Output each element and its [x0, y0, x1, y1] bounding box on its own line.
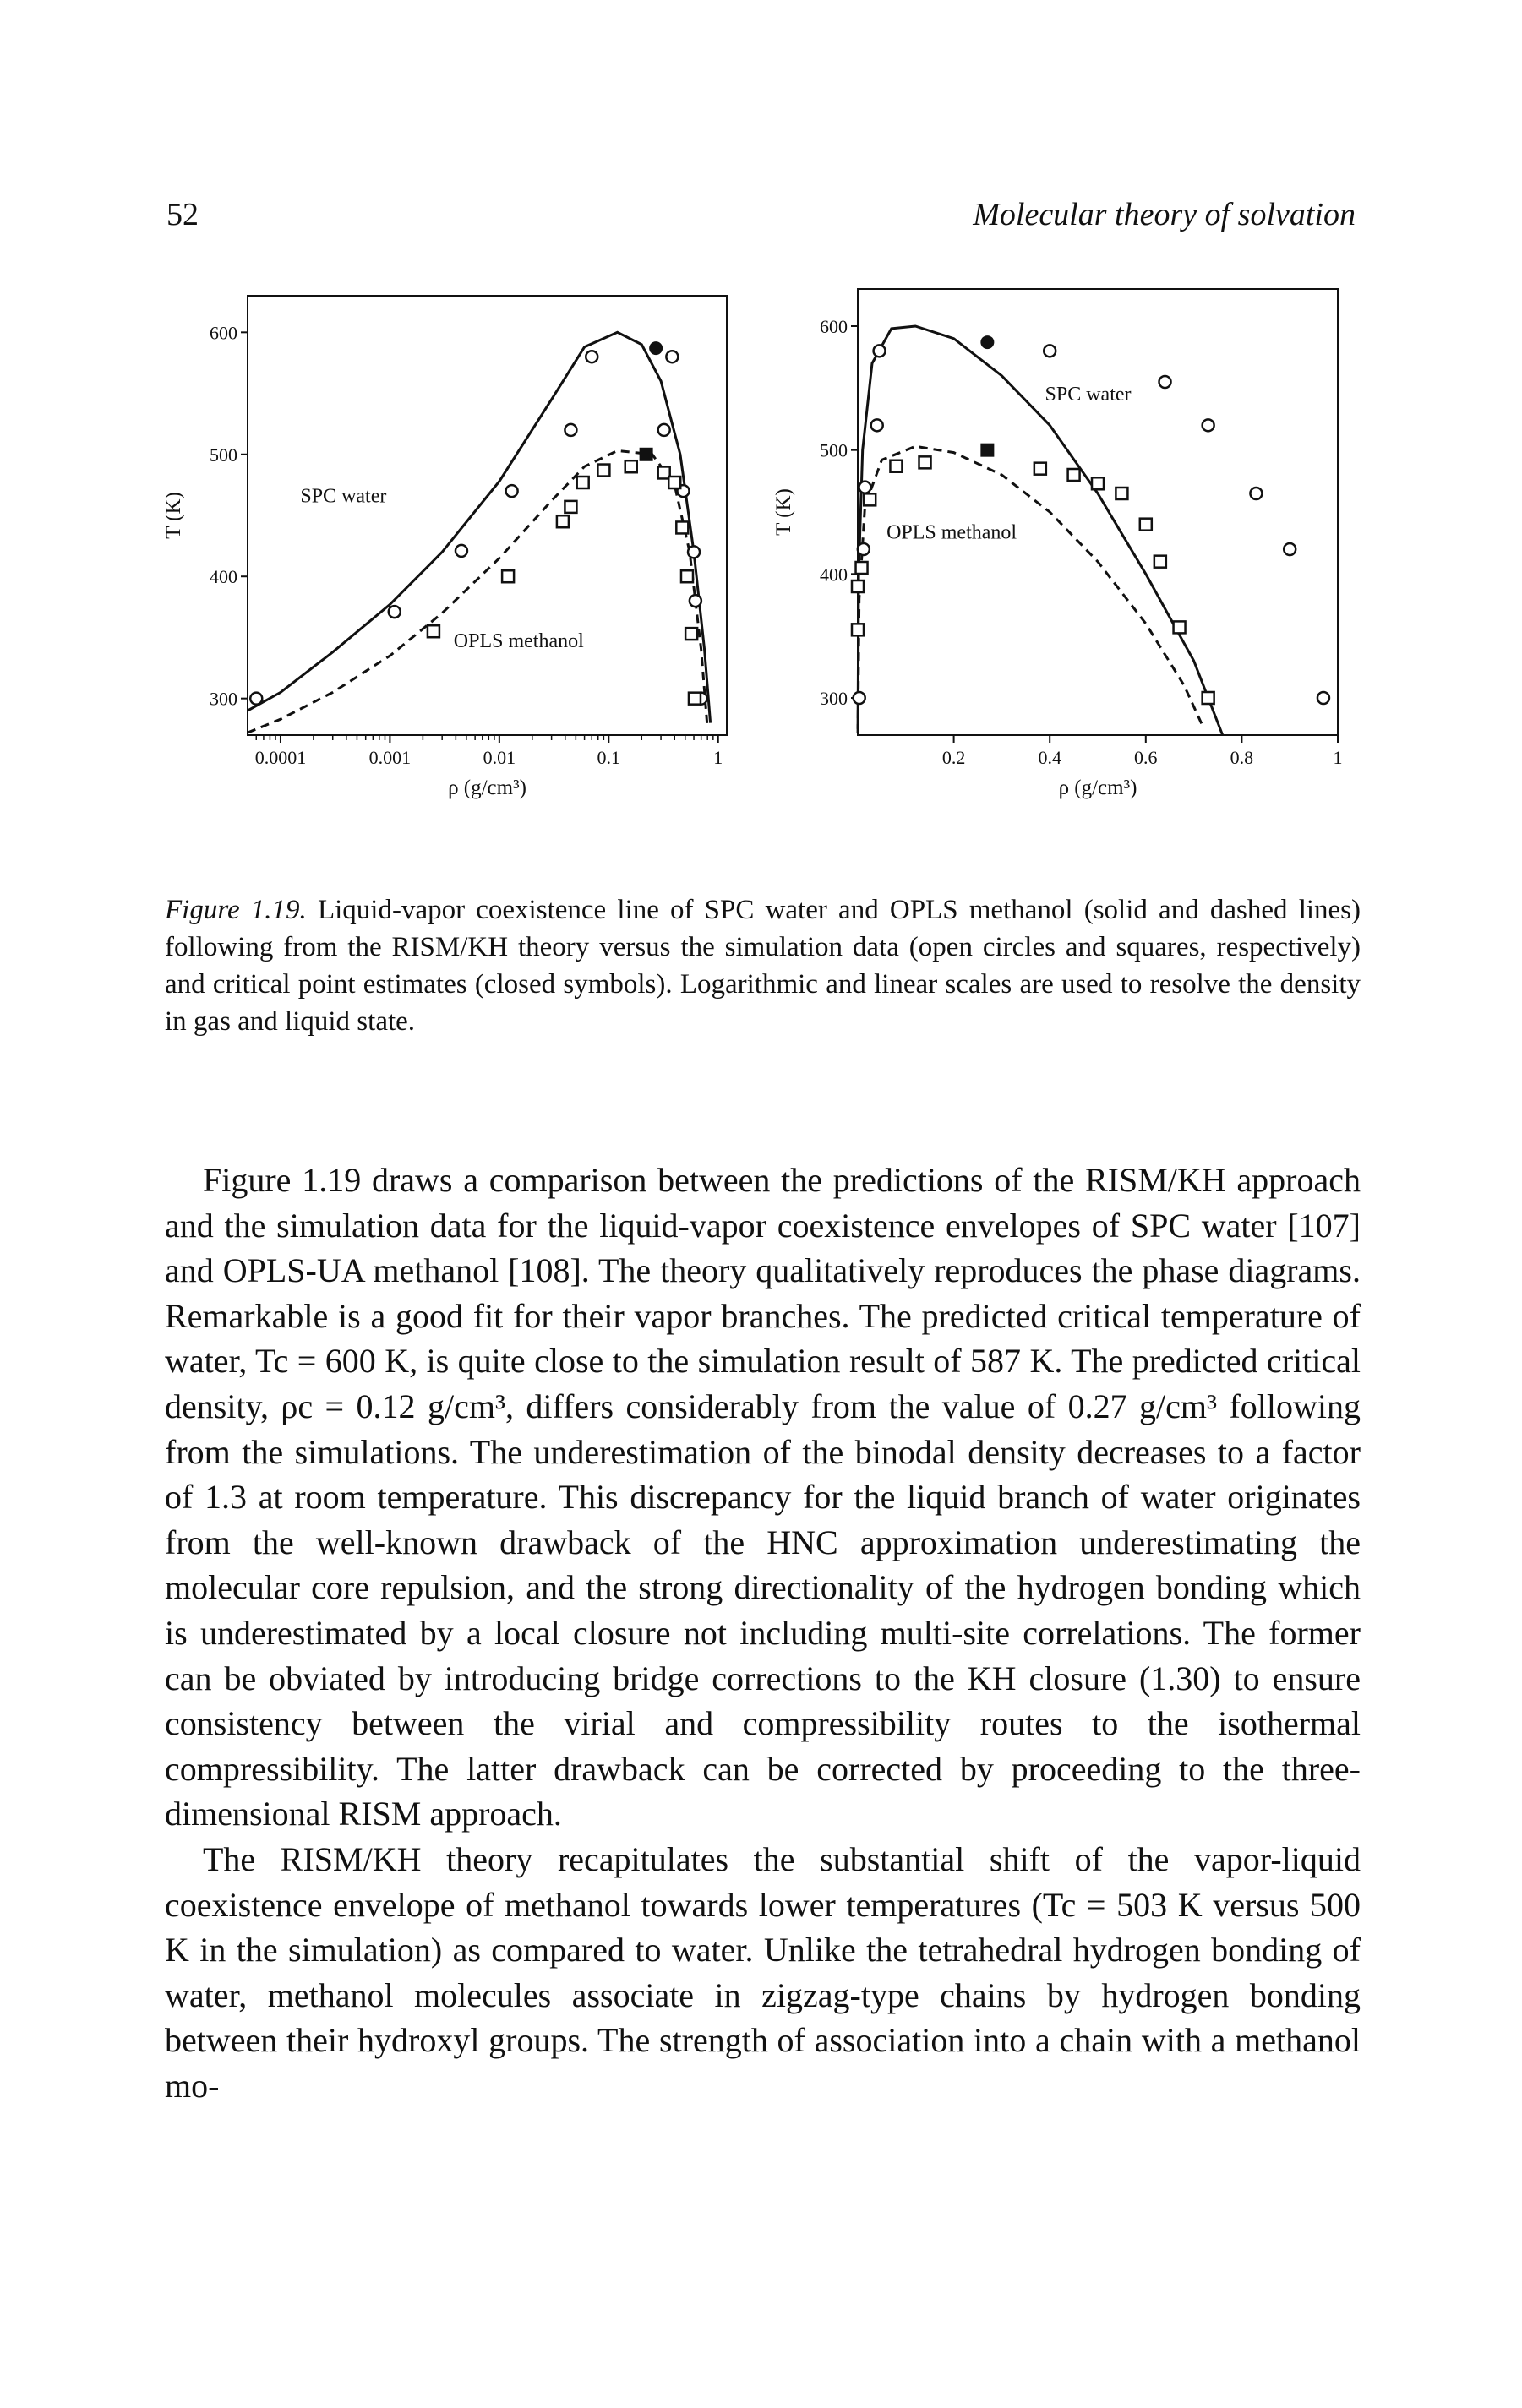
running-title: Molecular theory of solvation	[973, 197, 1356, 232]
water-simulation-point	[856, 542, 871, 557]
figure-svg: 300 400 500 600 0.0001 0.001 0.01 0.1 1 ρ (g/cm³)…	[162, 288, 1343, 799]
methanol-simulation-point	[500, 569, 516, 584]
water-simulation-point	[248, 691, 264, 706]
water-simulation-point	[564, 422, 578, 438]
methanol-simulation-point	[687, 691, 702, 706]
x-tick-label: 0.001	[369, 747, 412, 768]
y-tick-label: 500	[820, 440, 848, 461]
water-simulation-point	[1158, 374, 1172, 390]
x-tick-label: 0.4	[1038, 747, 1061, 768]
page-number: 52	[166, 197, 199, 232]
methanol-simulation-point	[624, 459, 638, 474]
y-tick-label: 500	[210, 444, 237, 466]
methanol-simulation-point	[1138, 517, 1154, 531]
water-theory-curve	[856, 324, 1225, 736]
water-simulation-point	[872, 344, 886, 358]
y-tick-label: 400	[820, 564, 848, 585]
methanol-simulation-point	[889, 459, 903, 473]
x-tick-label: 0.6	[1134, 747, 1158, 768]
water-simulation-point	[665, 349, 679, 364]
water-simulation-point	[505, 483, 519, 498]
annotation-spc-water: SPC water	[300, 485, 386, 507]
water-critical-point	[649, 341, 663, 356]
methanol-simulation-point	[1090, 477, 1105, 491]
water-simulation-point	[1201, 418, 1215, 433]
water-simulation-point	[870, 418, 884, 433]
plot-frame	[857, 288, 1339, 736]
y-tick-label: 600	[210, 322, 237, 343]
water-simulation-point	[688, 593, 703, 608]
y-axis-label: T (K)	[772, 488, 795, 536]
figure-caption: Figure 1.19. Liquid-vapor coexistence li…	[165, 891, 1361, 1040]
x-tick-label: 0.01	[483, 747, 516, 768]
water-simulation-point	[454, 543, 469, 558]
methanol-simulation-point	[1066, 467, 1081, 482]
water-simulation-point	[858, 480, 872, 494]
water-theory-curve	[247, 330, 712, 723]
methanol-simulation-point	[675, 520, 690, 535]
x-tick-label: 1	[713, 747, 723, 768]
methanol-simulation-point	[564, 499, 578, 515]
x-tick-label: 1	[1334, 747, 1343, 768]
caption-text: Liquid-vapor coexistence line of SPC wat…	[165, 895, 1361, 1037]
water-simulation-point	[686, 545, 701, 559]
x-tick-label: 0.0001	[255, 747, 307, 768]
methanol-simulation-point	[1033, 461, 1048, 476]
methanol-simulation-point	[1153, 554, 1168, 569]
annotation-spc-water: SPC water	[1045, 384, 1132, 406]
figure-1-19: 300 400 500 600 0.0001 0.001 0.01 0.1 1 ρ (g/cm³)…	[0, 0, 1522, 853]
methanol-simulation-point	[597, 463, 611, 477]
methanol-simulation-point	[679, 569, 695, 584]
methanol-simulation-point	[684, 626, 699, 641]
methanol-simulation-point	[918, 455, 932, 470]
x-axis-label: ρ (g/cm³)	[1059, 776, 1137, 799]
methanol-simulation-point	[426, 624, 441, 639]
y-axis-label: T (K)	[162, 492, 185, 539]
water-simulation-point	[1249, 486, 1263, 501]
water-simulation-point	[1282, 542, 1297, 557]
water-simulation-point	[1316, 690, 1331, 706]
methanol-simulation-point	[1172, 620, 1187, 635]
methanol-critical-point	[639, 447, 653, 461]
methanol-simulation-point	[1115, 486, 1129, 501]
annotation-opls-methanol: OPLS methanol	[454, 630, 584, 652]
y-tick-label: 300	[210, 689, 237, 710]
methanol-simulation-point	[667, 475, 682, 490]
water-simulation-point	[1042, 344, 1057, 358]
methanol-simulation-point	[555, 514, 570, 529]
plot-frame	[247, 295, 728, 736]
methanol-simulation-point	[862, 493, 877, 507]
methanol-critical-point	[980, 443, 995, 457]
water-critical-point	[980, 335, 995, 350]
methanol-simulation-point	[657, 466, 671, 480]
water-simulation-point	[387, 604, 402, 619]
methanol-theory-curve	[247, 449, 709, 734]
methanol-simulation-point	[854, 560, 869, 575]
x-tick-label: 0.8	[1230, 747, 1254, 768]
water-simulation-point	[657, 422, 671, 438]
body-text: Figure 1.19 draws a comparison between t…	[165, 1158, 1361, 2108]
x-tick-label: 0.1	[597, 747, 621, 768]
water-simulation-point	[852, 690, 866, 706]
water-simulation-point	[585, 349, 599, 364]
methanol-simulation-point	[850, 623, 865, 637]
x-axis-label: ρ (g/cm³)	[448, 776, 526, 799]
y-tick-label: 300	[820, 688, 848, 709]
methanol-simulation-point	[850, 579, 865, 594]
methanol-simulation-point	[576, 475, 590, 490]
y-tick-label: 600	[820, 316, 848, 337]
y-tick-label: 400	[210, 566, 237, 587]
x-tick-label: 0.2	[942, 747, 966, 768]
paragraph: Figure 1.19 draws a comparison between t…	[165, 1161, 1361, 1833]
methanol-theory-curve	[856, 444, 1205, 733]
annotation-opls-methanol: OPLS methanol	[886, 522, 1017, 544]
caption-label: Figure 1.19.	[165, 895, 307, 925]
methanol-simulation-point	[1201, 690, 1215, 706]
paragraph: The RISM/KH theory recapitulates the sub…	[165, 1839, 1361, 2105]
